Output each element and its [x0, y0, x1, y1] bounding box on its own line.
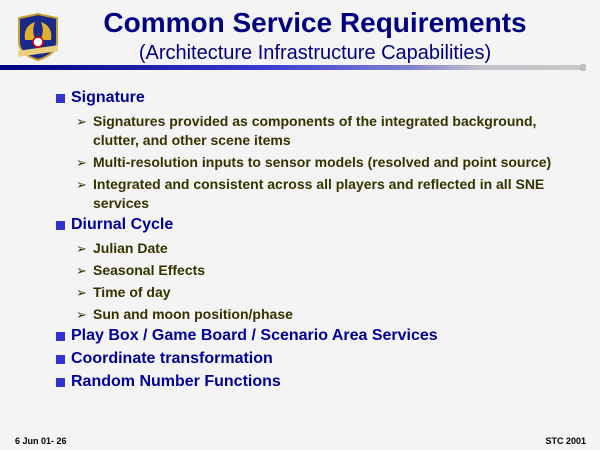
sub-bullet-item: ➢ Multi-resolution inputs to sensor model…	[55, 153, 575, 172]
bullet-item: Diurnal Cycle	[55, 214, 575, 236]
title-divider-end	[580, 64, 586, 71]
arrow-bullet-icon: ➢	[76, 263, 87, 278]
bullet-label: Signature	[71, 89, 145, 106]
footer-org: STC 2001	[545, 436, 586, 446]
arrow-bullet-icon: ➢	[76, 177, 87, 192]
arrow-bullet-icon: ➢	[76, 155, 87, 170]
bullet-label: Coordinate transformation	[71, 350, 273, 367]
slide-title: Common Service Requirements	[103, 7, 527, 38]
bullet-label: Play Box / Game Board / Scenario Area Se…	[71, 327, 438, 344]
bullet-item: Random Number Functions	[55, 371, 575, 393]
bullet-label: Random Number Functions	[71, 373, 281, 390]
square-bullet-icon	[56, 94, 65, 103]
arrow-bullet-icon: ➢	[76, 241, 87, 256]
arrow-bullet-icon: ➢	[76, 307, 87, 322]
sub-bullet-label: Integrated and consistent across all pla…	[93, 176, 545, 211]
sub-bullet-label: Signatures provided as components of the…	[93, 113, 537, 148]
sub-bullet-label: Time of day	[93, 284, 171, 300]
square-bullet-icon	[56, 378, 65, 387]
bullet-item: Signature	[55, 87, 575, 109]
sub-bullet-label: Seasonal Effects	[93, 262, 206, 278]
square-bullet-icon	[56, 221, 65, 230]
bullet-item: Play Box / Game Board / Scenario Area Se…	[55, 325, 575, 347]
bullet-item: Coordinate transformation	[55, 348, 575, 370]
slide-subtitle: (Architecture Infrastructure Capabilitie…	[138, 42, 492, 64]
sub-bullet-item: ➢ Signatures provided as components of th…	[55, 112, 575, 150]
sub-bullet-item: ➢ Integrated and consistent across all pl…	[55, 175, 575, 213]
arrow-bullet-icon: ➢	[76, 285, 87, 300]
footer-date-page: 6 Jun 01- 26	[15, 436, 67, 446]
bullet-label: Diurnal Cycle	[71, 216, 174, 233]
sub-bullet-label: Sun and moon position/phase	[93, 306, 293, 322]
square-bullet-icon	[56, 332, 65, 341]
sub-bullet-item: ➢ Time of day	[55, 283, 575, 302]
sub-bullet-item: ➢ Julian Date	[55, 239, 575, 258]
sub-bullet-label: Julian Date	[93, 240, 168, 256]
bullet-list: Signature ➢ Signatures provided as compone…	[55, 86, 575, 393]
square-bullet-icon	[56, 355, 65, 364]
title-divider	[0, 65, 584, 70]
arrow-bullet-icon: ➢	[76, 114, 87, 129]
sub-bullet-item: ➢ Sun and moon position/phase	[55, 305, 575, 324]
sub-bullet-label: Multi-resolution inputs to sensor models…	[93, 154, 552, 170]
sub-bullet-item: ➢ Seasonal Effects	[55, 261, 575, 280]
command-shield-logo	[17, 12, 59, 62]
